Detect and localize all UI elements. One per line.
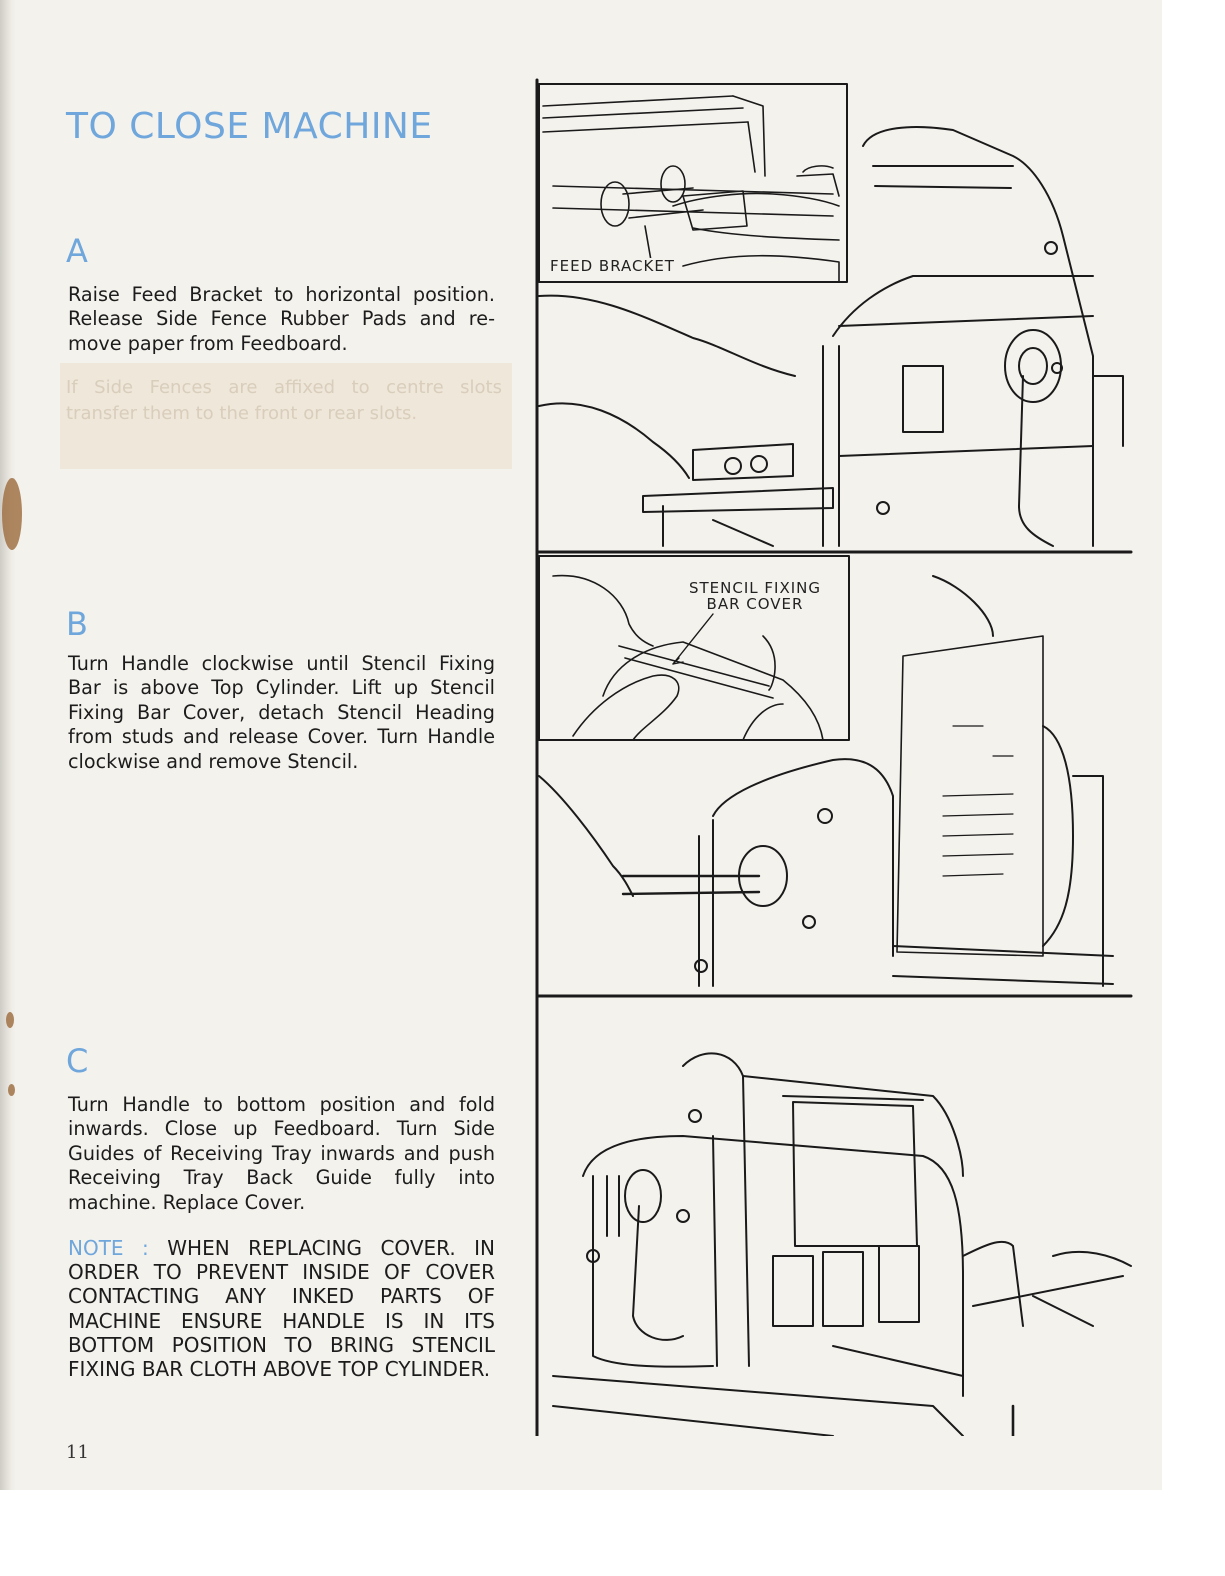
faded-note-text: If Side Fences are affixed to centre slo… [66, 377, 502, 424]
callout-feed-bracket: FEED BRACKET [550, 258, 675, 274]
note-paragraph: NOTE : WHEN REPLACING COVER. IN ORDER TO… [68, 1236, 495, 1381]
callout-stencil-line1: STENCIL FIXING [688, 579, 821, 597]
machine-panel-b-drawing [538, 575, 1114, 987]
inset-feed-bracket-frame [538, 83, 848, 283]
callout-stencil-line2: BAR COVER [706, 595, 804, 613]
section-a-text: Raise Feed Bracket to horizontal positio… [68, 283, 495, 355]
page-stain-small [8, 1084, 15, 1096]
page-title: TO CLOSE MACHINE [66, 106, 433, 147]
faded-note-box: If Side Fences are affixed to centre slo… [60, 363, 512, 469]
callout-feed-bracket-text: FEED BRACKET [550, 257, 675, 275]
stencil-bar-drawing [552, 574, 824, 741]
page-spine-shadow [0, 0, 16, 1490]
page-stain-upper [2, 478, 22, 550]
note-label: NOTE : [68, 1236, 149, 1260]
machine-panel-a-drawing [538, 126, 1124, 547]
inset-stencil-bar-frame [538, 555, 850, 741]
page-stain-lower [6, 1012, 14, 1028]
machine-panel-c-drawing [552, 1052, 1132, 1436]
section-a-letter: A [66, 232, 88, 270]
note-text: WHEN REPLACING COVER. IN ORDER TO PREVEN… [68, 1236, 496, 1382]
section-c-text: Turn Handle to bottom position and fold … [68, 1093, 495, 1214]
section-b-text: Turn Handle clockwise until Stencil Fixi… [68, 652, 495, 773]
feed-bracket-drawing [542, 95, 840, 283]
callout-stencil-fixing-bar-cover: STENCIL FIXING BAR COVER [680, 580, 830, 612]
illustration-panels [535, 78, 1133, 1436]
manual-page: TO CLOSE MACHINE A Raise Feed Bracket to… [0, 0, 1162, 1490]
section-c-letter: C [66, 1042, 89, 1080]
section-b-letter: B [66, 605, 88, 643]
page-number: 11 [66, 1442, 89, 1463]
